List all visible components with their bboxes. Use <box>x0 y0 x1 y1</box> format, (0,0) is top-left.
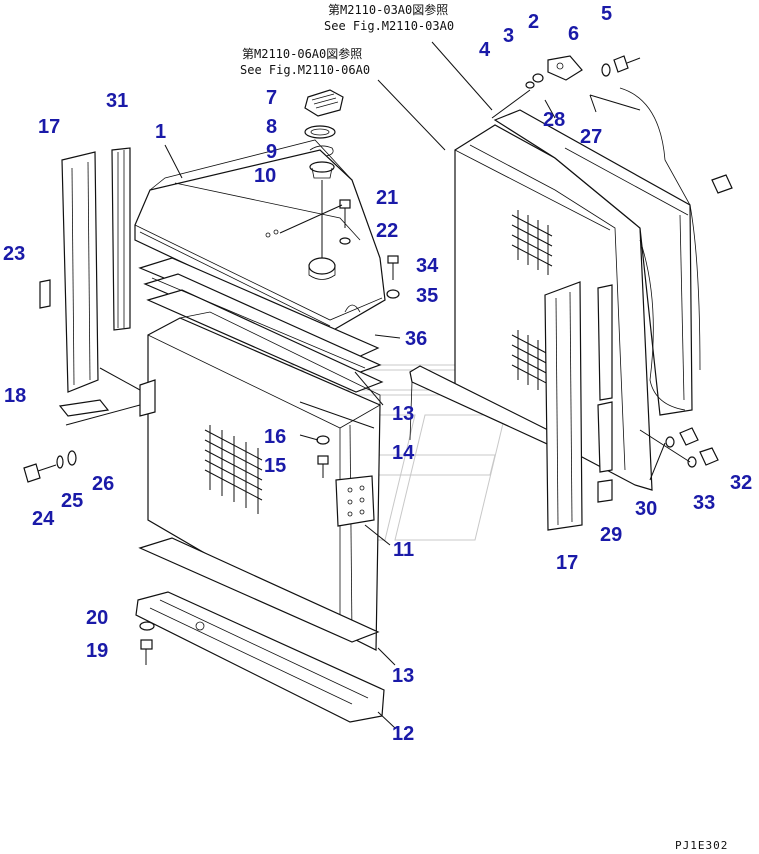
callout-4: 4 <box>479 39 491 61</box>
reference-06-en: See Fig.M2110-06A0 <box>240 63 370 77</box>
callout-34: 34 <box>416 255 439 277</box>
left-side-frame <box>39 147 156 426</box>
callout-8: 8 <box>266 116 277 138</box>
callout-17-right: 17 <box>556 552 578 574</box>
callout-14: 14 <box>392 442 415 464</box>
callout-9: 9 <box>266 141 277 163</box>
reference-06-jp: 第M2110-06A0図参照 <box>242 46 362 61</box>
callout-24: 24 <box>32 508 55 530</box>
bolt-34-washer-35 <box>386 255 400 299</box>
callout-17-left: 17 <box>38 116 60 138</box>
callout-26: 26 <box>92 473 114 495</box>
callout-16: 16 <box>264 426 286 448</box>
shroud-mesh-upper <box>511 210 553 275</box>
callout-21: 21 <box>376 187 398 209</box>
callout-28: 28 <box>543 109 565 131</box>
callout-25: 25 <box>61 490 83 512</box>
top-right-hardware <box>491 55 701 371</box>
callout-19: 19 <box>86 640 108 662</box>
radiator-core <box>147 311 381 651</box>
reference-03-en: See Fig.M2110-03A0 <box>324 19 454 33</box>
callout-13-lower: 13 <box>392 665 414 687</box>
rear-shroud <box>493 109 693 416</box>
callout-20: 20 <box>86 607 108 629</box>
right-bolts <box>639 174 733 481</box>
callout-3: 3 <box>503 25 514 47</box>
right-side-frame <box>544 281 613 531</box>
callout-29: 29 <box>600 524 622 546</box>
callout-11: 11 <box>393 539 414 561</box>
callout-30: 30 <box>635 498 657 520</box>
callout-13-upper: 13 <box>392 403 414 425</box>
callout-27: 27 <box>580 126 602 148</box>
callout-31: 31 <box>106 90 128 112</box>
lower-tank <box>135 537 396 729</box>
callout-5: 5 <box>601 3 612 25</box>
core-mesh <box>204 425 263 514</box>
callout-23: 23 <box>3 243 25 265</box>
callout-33: 33 <box>693 492 715 514</box>
drawing-code: PJ1E302 <box>675 839 728 852</box>
callout-7: 7 <box>266 87 277 109</box>
filler-cap-stack <box>304 89 344 258</box>
callout-15: 15 <box>264 455 286 477</box>
callout-10: 10 <box>254 165 276 187</box>
callout-6: 6 <box>568 23 579 45</box>
bolt-24-25-26 <box>23 450 77 483</box>
callout-32: 32 <box>730 472 752 494</box>
callout-1: 1 <box>155 121 166 143</box>
tank-bolt-21 <box>279 199 351 245</box>
callout-22: 22 <box>376 220 398 242</box>
upper-gaskets <box>138 257 384 393</box>
bolt-19-washer-20 <box>139 621 155 665</box>
callout-leaders <box>164 94 597 546</box>
callout-18: 18 <box>4 385 26 407</box>
callout-2: 2 <box>528 11 539 33</box>
callout-12: 12 <box>392 723 414 745</box>
callout-35: 35 <box>416 285 438 307</box>
reference-leaders <box>377 41 493 151</box>
callout-36: 36 <box>405 328 427 350</box>
reference-03-jp: 第M2110-03A0図参照 <box>328 2 448 17</box>
